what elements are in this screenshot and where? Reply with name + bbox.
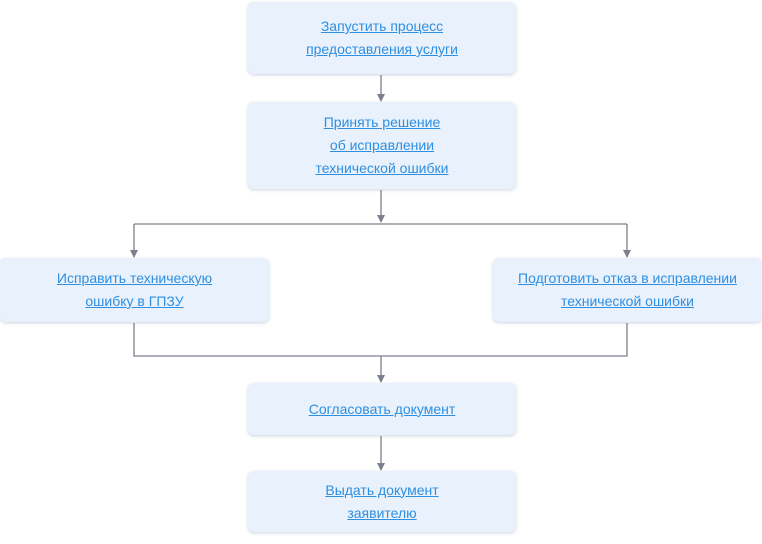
node-start-process[interactable]: Запустить процесс предоставления услуги — [248, 2, 516, 74]
prepare-refusal-link[interactable]: Подготовить отказ в исправлении техничес… — [518, 270, 737, 309]
approve-document-link[interactable]: Согласовать документ — [308, 400, 456, 417]
issue-document-link[interactable]: Выдать документ заявителю — [325, 481, 439, 521]
node-fix-error[interactable]: Исправить техническую ошибку в ГПЗУ — [0, 258, 269, 322]
node-approve-document[interactable]: Согласовать документ — [248, 383, 516, 435]
start-process-link[interactable]: Запустить процесс предоставления услуги — [306, 18, 458, 57]
merge-line — [133, 323, 628, 357]
node-issue-document[interactable]: Выдать документ заявителю — [248, 471, 516, 532]
node-prepare-refusal[interactable]: Подготовить отказ в исправлении техничес… — [493, 258, 762, 322]
node-decide-fix[interactable]: Принять решение об исправлении техническ… — [248, 102, 516, 189]
decide-fix-link[interactable]: Принять решение об исправлении техническ… — [315, 114, 449, 176]
fix-error-link[interactable]: Исправить техническую ошибку в ГПЗУ — [56, 270, 213, 309]
